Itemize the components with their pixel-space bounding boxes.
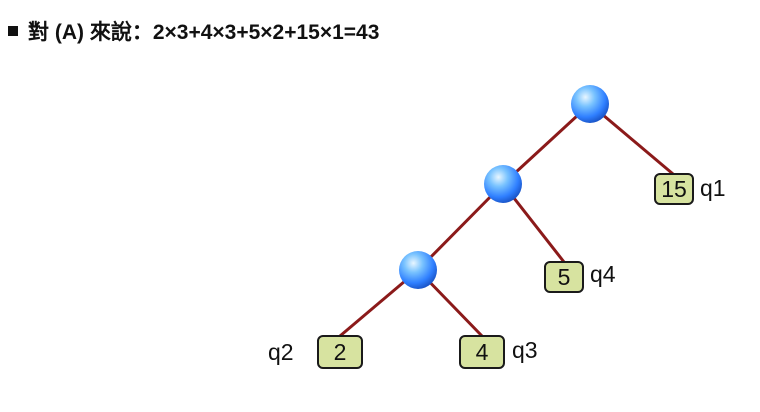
leaf-label-q1: q1 [700,175,726,201]
tree-node-low [399,251,437,289]
leaf-box-q3 [459,335,505,369]
leaf-value-q2: 2 [334,339,347,365]
leaf-label-q4: q4 [590,261,616,287]
leaf-value-q4: 5 [558,264,571,290]
leaf-box-q1 [654,173,694,205]
leaf-box-q4 [544,261,584,293]
leaf-box-q2 [317,335,363,369]
bullet-square-icon [8,26,18,36]
leaf-label-q2: q2 [268,339,294,365]
edge-root-left [501,102,592,186]
header-text: 對 (A) 來說：2×3+4×3+5×2+15×1=43 [28,21,380,44]
leaf-value-q3: 4 [476,339,489,365]
leaf-value-q1: 15 [661,176,687,202]
leaf-label-q3: q3 [512,337,538,363]
tree-node-mid [484,165,522,203]
tree-node-root [571,85,609,123]
header: 對 (A) 來說：2×3+4×3+5×2+15×1=43 [8,16,379,46]
edge-mid-left [416,182,505,272]
